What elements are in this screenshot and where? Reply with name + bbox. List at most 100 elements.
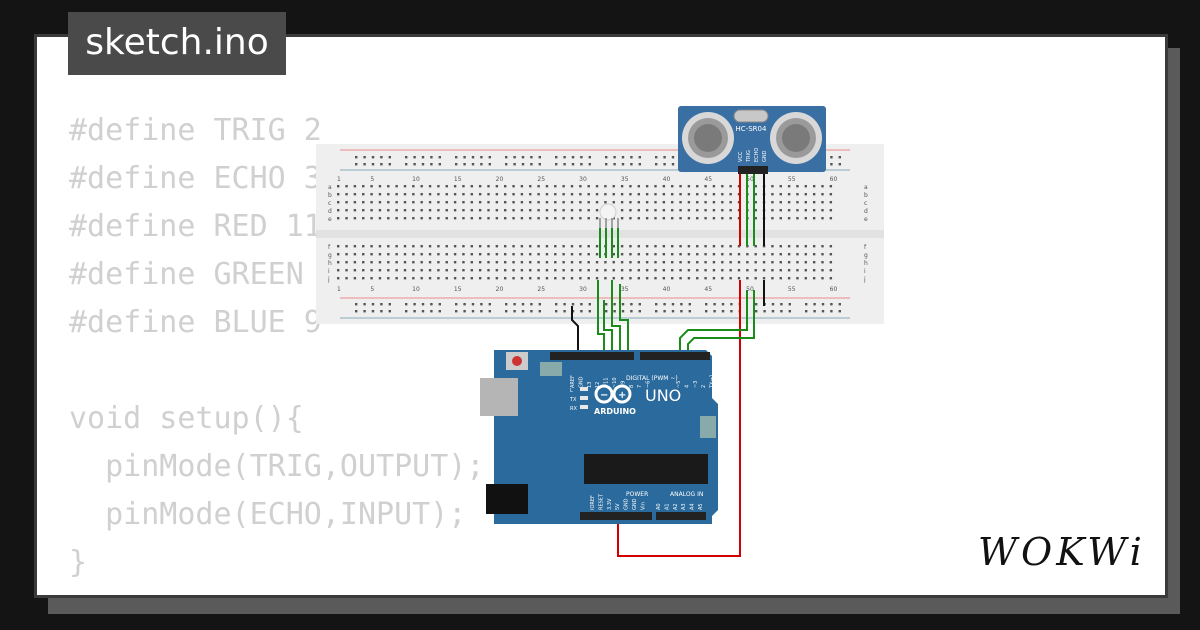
breadboard-hole [771,253,774,256]
breadboard-hole [671,261,674,264]
breadboard-hole [713,310,716,313]
breadboard-hole [780,303,783,306]
breadboard-hole [521,303,525,306]
breadboard-hole [605,163,608,166]
code-line: pinMode(TRIG,OUTPUT); [69,449,485,484]
breadboard-hole [388,303,391,306]
breadboard-hole [821,310,825,313]
breadboard-hole [637,253,640,256]
file-tab[interactable]: sketch.ino [68,12,286,75]
breadboard-hole [687,217,691,220]
digital-pin-label: ~9 [620,381,626,388]
breadboard-hole [453,269,457,272]
breadboard-hole [771,277,774,280]
breadboard-hole [412,209,415,212]
breadboard-hole [562,245,565,248]
breadboard-hole [445,185,448,188]
breadboard-hole [804,269,807,272]
breadboard-hole [704,261,707,264]
breadboard-hole [437,269,440,272]
breadboard-hole [579,201,582,204]
breadboard-hole [671,310,675,313]
breadboard-column-number: 5 [370,286,374,293]
breadboard-hole [470,261,473,264]
breadboard-hole [463,303,466,306]
breadboard-hole [387,277,390,280]
breadboard-hole [696,201,699,204]
breadboard-hole [612,261,615,264]
breadboard-hole [487,193,490,196]
breadboard-hole [471,163,475,166]
breadboard-hole [512,269,515,272]
breadboard-hole [362,253,365,256]
breadboard-hole [680,303,683,306]
breadboard-hole [562,253,565,256]
breadboard-hole [662,269,666,272]
on-label: ON [720,400,728,406]
breadboard-hole [520,261,524,264]
breadboard-hole [420,209,423,212]
breadboard-hole [746,245,749,248]
breadboard-hole [787,245,791,248]
breadboard-row-letter: d [328,208,332,215]
breadboard-hole [829,201,833,204]
breadboard-hole [705,303,708,306]
digital-pin-label: RX←0 [718,374,724,388]
code-line: void loop(){ [69,587,484,595]
breadboard-hole [645,269,649,272]
breadboard-hole [470,217,473,220]
breadboard-hole [821,277,824,280]
breadboard-hole [721,185,724,188]
breadboard-hole [345,253,348,256]
breadboard-column-number: 45 [704,176,712,183]
breadboard-hole [453,185,457,188]
breadboard-hole [771,303,775,306]
breadboard-hole [771,269,774,272]
breadboard-hole [796,261,799,264]
breadboard-hole [362,185,365,188]
power-pin-label: 3.3V [607,498,613,510]
breadboard-hole [512,277,515,280]
breadboard-hole [555,163,558,166]
breadboard-hole [370,245,373,248]
breadboard-row-letter: a [328,184,332,191]
breadboard-hole [754,277,757,280]
breadboard-hole [470,245,473,248]
breadboard-hole [445,261,448,264]
sensor-pin-label: VCC [738,151,744,162]
breadboard-hole [812,193,816,196]
breadboard-hole [355,310,358,313]
breadboard-hole [370,253,373,256]
breadboard-hole [729,253,732,256]
breadboard-hole [337,209,340,212]
breadboard-hole [487,185,490,188]
breadboard-hole [754,217,757,220]
breadboard-hole [654,245,657,248]
breadboard-hole [495,245,499,248]
breadboard-row-letter: c [328,200,331,207]
breadboard-hole [537,269,540,272]
breadboard-hole [671,209,674,212]
breadboard-hole [437,185,440,188]
breadboard-hole [829,253,833,256]
breadboard-hole [420,277,423,280]
digital-pin-label: 12 [595,382,601,388]
breadboard-hole [812,185,816,188]
breadboard-hole [355,163,358,166]
breadboard-hole [604,269,607,272]
breadboard-row-letter: h [328,260,332,267]
breadboard-hole [638,163,641,166]
breadboard-hole [637,217,640,220]
breadboard-hole [554,277,557,280]
breadboard-hole [787,193,791,196]
breadboard-hole [405,156,408,159]
analog-header [656,512,706,520]
breadboard-column-number: 60 [830,286,838,293]
breadboard-hole [779,217,782,220]
breadboard-hole [463,156,466,159]
breadboard-hole [370,261,373,264]
breadboard-hole [679,201,682,204]
